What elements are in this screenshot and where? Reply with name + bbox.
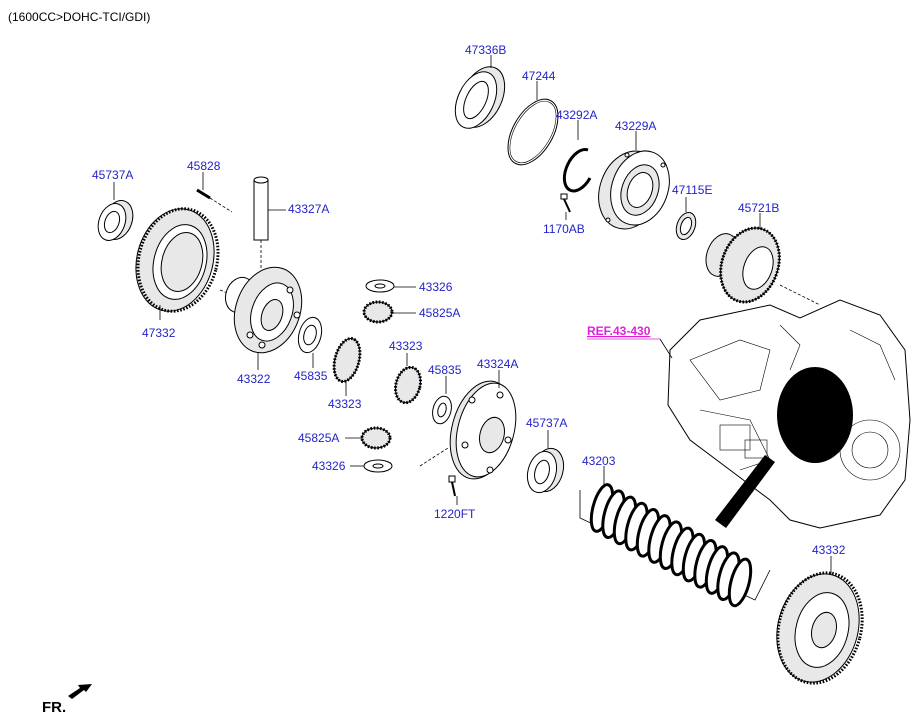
bearing-45737A-top <box>97 200 134 241</box>
side-gear-43323-right <box>394 365 422 405</box>
label-45825A-bot[interactable]: 45825A <box>298 431 339 445</box>
label-47336B[interactable]: 47336B <box>465 43 506 57</box>
bearing-housing-43229A <box>598 150 670 230</box>
shaft-43327A <box>253 176 269 241</box>
ref-label[interactable]: REF.43-430 <box>587 324 651 338</box>
thrust-washer-43326-top <box>365 279 395 293</box>
label-43332[interactable]: 43332 <box>812 543 846 557</box>
case-43322 <box>224 266 303 354</box>
label-43326-bot[interactable]: 43326 <box>312 459 346 473</box>
label-45737A-bot[interactable]: 45737A <box>526 416 567 430</box>
pin-45828 <box>196 188 211 200</box>
label-47332[interactable]: 47332 <box>142 326 176 340</box>
fr-label: FR. <box>42 699 66 716</box>
gear-43332 <box>776 571 864 685</box>
label-45737A-top[interactable]: 45737A <box>92 168 133 182</box>
washer-45835-left <box>297 316 323 354</box>
label-47244[interactable]: 47244 <box>522 69 556 83</box>
label-43327A[interactable]: 43327A <box>288 202 329 216</box>
label-45828[interactable]: 45828 <box>187 159 221 173</box>
shim-47115E <box>675 211 697 241</box>
bolt-set-43203 <box>579 483 771 608</box>
label-45721B[interactable]: 45721B <box>738 201 779 215</box>
pinion-45825A-top <box>362 300 394 324</box>
label-43292A[interactable]: 43292A <box>556 108 597 122</box>
label-1220FT[interactable]: 1220FT <box>434 507 476 521</box>
o-ring-47244 <box>507 98 559 166</box>
bolt-1170AB <box>560 193 571 213</box>
bearing-45737A-bot <box>526 447 565 494</box>
label-43323-bot[interactable]: 43323 <box>328 397 362 411</box>
case-cover-43324A <box>449 380 517 480</box>
side-gear-43323-left <box>332 337 362 383</box>
label-43322[interactable]: 43322 <box>237 372 271 386</box>
model-header: (1600CC>DOHC-TCI/GDI) <box>8 10 150 24</box>
label-45825A-top[interactable]: 45825A <box>419 306 460 320</box>
label-1170AB[interactable]: 1170AB <box>543 222 585 236</box>
label-47115E[interactable]: 47115E <box>672 183 712 197</box>
transaxle-case <box>667 299 911 529</box>
front-direction-indicator: FR. <box>42 684 92 716</box>
label-45835-left[interactable]: 45835 <box>294 369 328 383</box>
label-43324A[interactable]: 43324A <box>477 357 518 371</box>
bolt-1220FT <box>448 475 456 497</box>
snap-ring-43292A <box>562 148 592 193</box>
label-45835-mid[interactable]: 45835 <box>428 363 462 377</box>
label-43323-top[interactable]: 43323 <box>389 339 423 353</box>
label-43229A[interactable]: 43229A <box>615 119 656 133</box>
label-43203[interactable]: 43203 <box>582 454 616 468</box>
oil-seal-47336B <box>454 66 506 129</box>
thrust-washer-43326-bot <box>363 459 393 473</box>
washer-45835-mid <box>432 395 452 425</box>
bolt-ring <box>727 557 753 608</box>
front-arrow-icon <box>68 684 92 699</box>
ring-gear-47332 <box>135 207 220 313</box>
label-43326-top[interactable]: 43326 <box>419 280 453 294</box>
gear-45721B <box>705 226 781 304</box>
pinion-45825A-bot <box>360 426 392 450</box>
